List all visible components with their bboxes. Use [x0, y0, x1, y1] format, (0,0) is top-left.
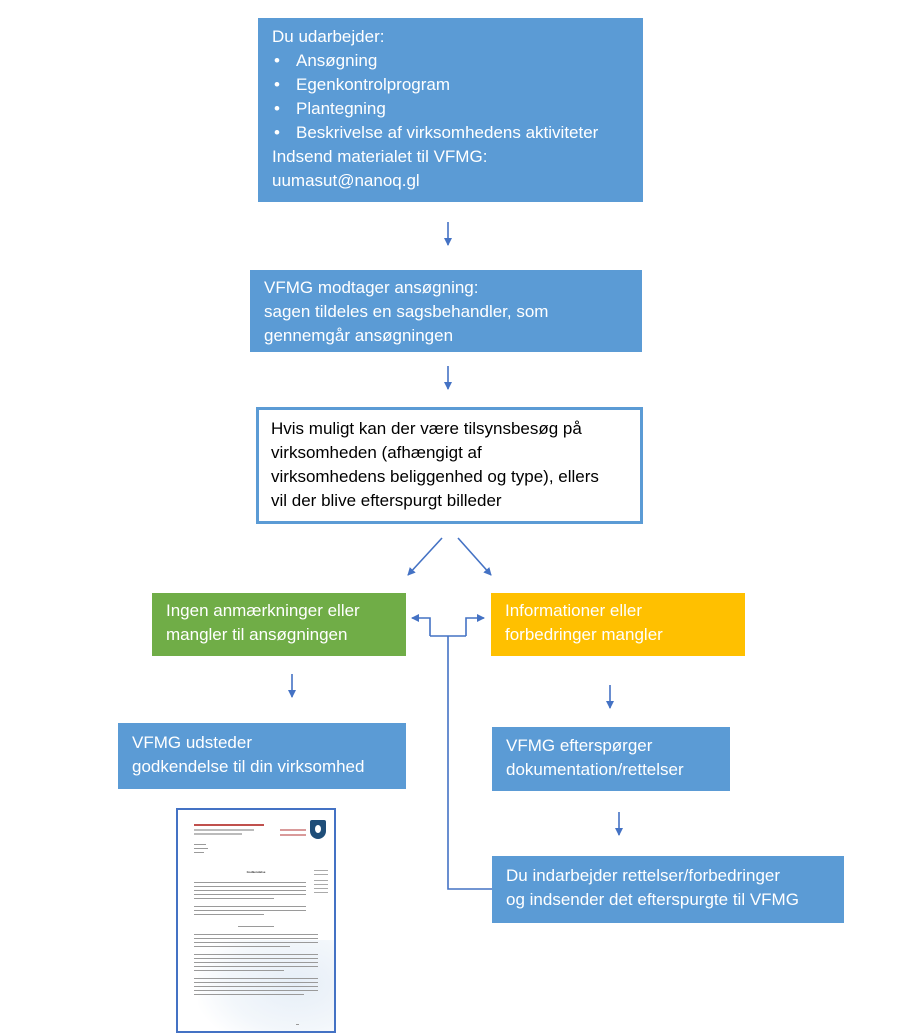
approval-line: VFMG udsteder — [132, 733, 252, 752]
prepare-item: Egenkontrolprogram — [272, 73, 629, 97]
receive-line: gennemgår ansøgningen — [264, 326, 454, 345]
prepare-item: Plantegning — [272, 97, 629, 121]
step-receive-application: VFMG modtager ansøgning: sagen tildeles … — [250, 270, 642, 352]
prepare-list: Ansøgning Egenkontrolprogram Plantegning… — [272, 49, 629, 145]
document-text-line — [194, 990, 318, 991]
prepare-item: Ansøgning — [272, 49, 629, 73]
document-header-line — [280, 829, 306, 831]
document-text-line — [194, 882, 306, 883]
document-text-line — [194, 852, 204, 853]
arrow-diagonal-right-icon — [457, 537, 492, 576]
document-text-line — [194, 958, 318, 959]
receive-line: VFMG modtager ansøgning: — [264, 278, 479, 297]
inspection-line: virksomheden (afhængigt af — [271, 443, 482, 462]
document-text-line — [194, 934, 318, 935]
resubmit-corrections: Du indarbejder rettelser/forbedringer og… — [492, 856, 844, 923]
document-text-line — [194, 946, 290, 947]
no-remarks-line: Ingen anmærkninger eller — [166, 601, 360, 620]
document-header-line — [280, 834, 306, 836]
no-remarks-line: mangler til ansøgningen — [166, 625, 348, 644]
document-text-line — [194, 886, 306, 887]
step-prepare-materials: Du udarbejder: Ansøgning Egenkontrolprog… — [258, 18, 643, 202]
inspection-line: Hvis muligt kan der være tilsynsbesøg på — [271, 419, 582, 438]
resubmit-line: og indsender det efterspurgte til VFMG — [506, 890, 799, 909]
document-side-line — [314, 884, 328, 885]
document-text-line — [194, 844, 206, 845]
feedback-loop-connector — [447, 636, 492, 890]
document-text-line — [194, 978, 318, 979]
document-text-line — [194, 962, 318, 963]
document-text-line — [238, 926, 274, 927]
document-side-line — [314, 888, 328, 889]
document-side-line — [314, 892, 328, 893]
contact-email: uumasut@nanoq.gl — [272, 171, 420, 190]
resubmit-line: Du indarbejder rettelser/forbedringer — [506, 866, 781, 885]
document-title: Godkendelse — [246, 870, 266, 874]
document-text-line — [194, 942, 318, 943]
request-documentation: VFMG efterspørger dokumentation/rettelse… — [492, 727, 730, 791]
document-text-line — [194, 986, 318, 987]
arrow-diagonal-left-icon — [407, 537, 443, 576]
request-line: VFMG efterspørger — [506, 736, 653, 755]
approval-document-thumbnail: Godkendelse — [176, 808, 336, 1033]
missing-info-line: Informationer eller — [505, 601, 643, 620]
coat-of-arms-icon — [310, 820, 326, 839]
document-text-line — [194, 938, 318, 939]
document-header-line — [194, 829, 254, 831]
document-text-line — [194, 898, 274, 899]
document-text-line — [194, 914, 264, 915]
outcome-no-remarks: Ingen anmærkninger eller mangler til ans… — [152, 593, 406, 656]
document-side-line — [314, 874, 328, 875]
prepare-heading: Du udarbejder: — [272, 27, 385, 46]
document-text-line — [194, 982, 318, 983]
document-side-line — [314, 870, 328, 871]
document-header-bar — [194, 824, 264, 826]
step-inspection: Hvis muligt kan der være tilsynsbesøg på… — [256, 407, 643, 524]
inspection-line: virksomhedens beliggenhed og type), elle… — [271, 467, 599, 486]
approval-issued: VFMG udsteder godkendelse til din virkso… — [118, 723, 406, 789]
document-text-line — [194, 910, 306, 911]
watermark — [198, 940, 334, 1031]
arrow-left-icon — [411, 614, 431, 636]
document-text-line — [194, 848, 208, 849]
document-text-line — [194, 970, 284, 971]
outcome-missing-info: Informationer eller forbedringer mangler — [491, 593, 745, 656]
missing-info-line: forbedringer mangler — [505, 625, 663, 644]
document-text-line — [194, 894, 306, 895]
inspection-line: vil der blive efterspurgt billeder — [271, 491, 502, 510]
send-instruction: Indsend materialet til VFMG: — [272, 147, 488, 166]
document-header-line — [194, 833, 242, 835]
request-line: dokumentation/rettelser — [506, 760, 684, 779]
document-side-line — [314, 880, 328, 881]
arrow-right-icon — [465, 614, 485, 636]
document-page-number — [296, 1024, 299, 1025]
document-text-line — [194, 994, 304, 995]
document-text-line — [194, 966, 318, 967]
document-text-line — [194, 906, 306, 907]
document-text-line — [194, 890, 306, 891]
prepare-item: Beskrivelse af virksomhedens aktiviteter — [272, 121, 629, 145]
receive-line: sagen tildeles en sagsbehandler, som — [264, 302, 549, 321]
approval-line: godkendelse til din virksomhed — [132, 757, 365, 776]
document-text-line — [194, 954, 318, 955]
